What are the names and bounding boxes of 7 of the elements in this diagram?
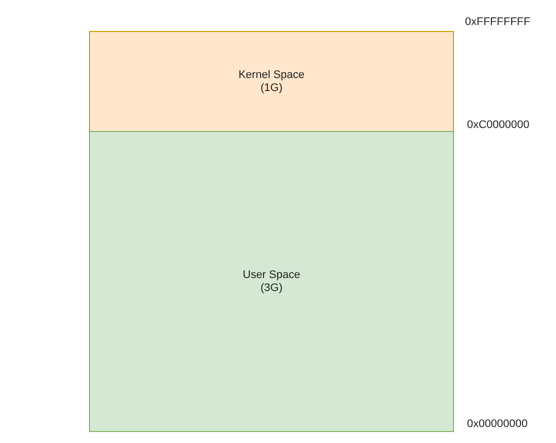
memory-region xyxy=(89,131,454,432)
region-label: User Space (3G) xyxy=(242,268,302,294)
region-label: Kernel Space (1G) xyxy=(237,68,306,94)
address-label: 0x00000000 xyxy=(467,418,528,430)
address-label: 0xC0000000 xyxy=(467,119,530,131)
address-label: 0xFFFFFFFF xyxy=(465,16,530,28)
memory-region xyxy=(89,31,454,132)
